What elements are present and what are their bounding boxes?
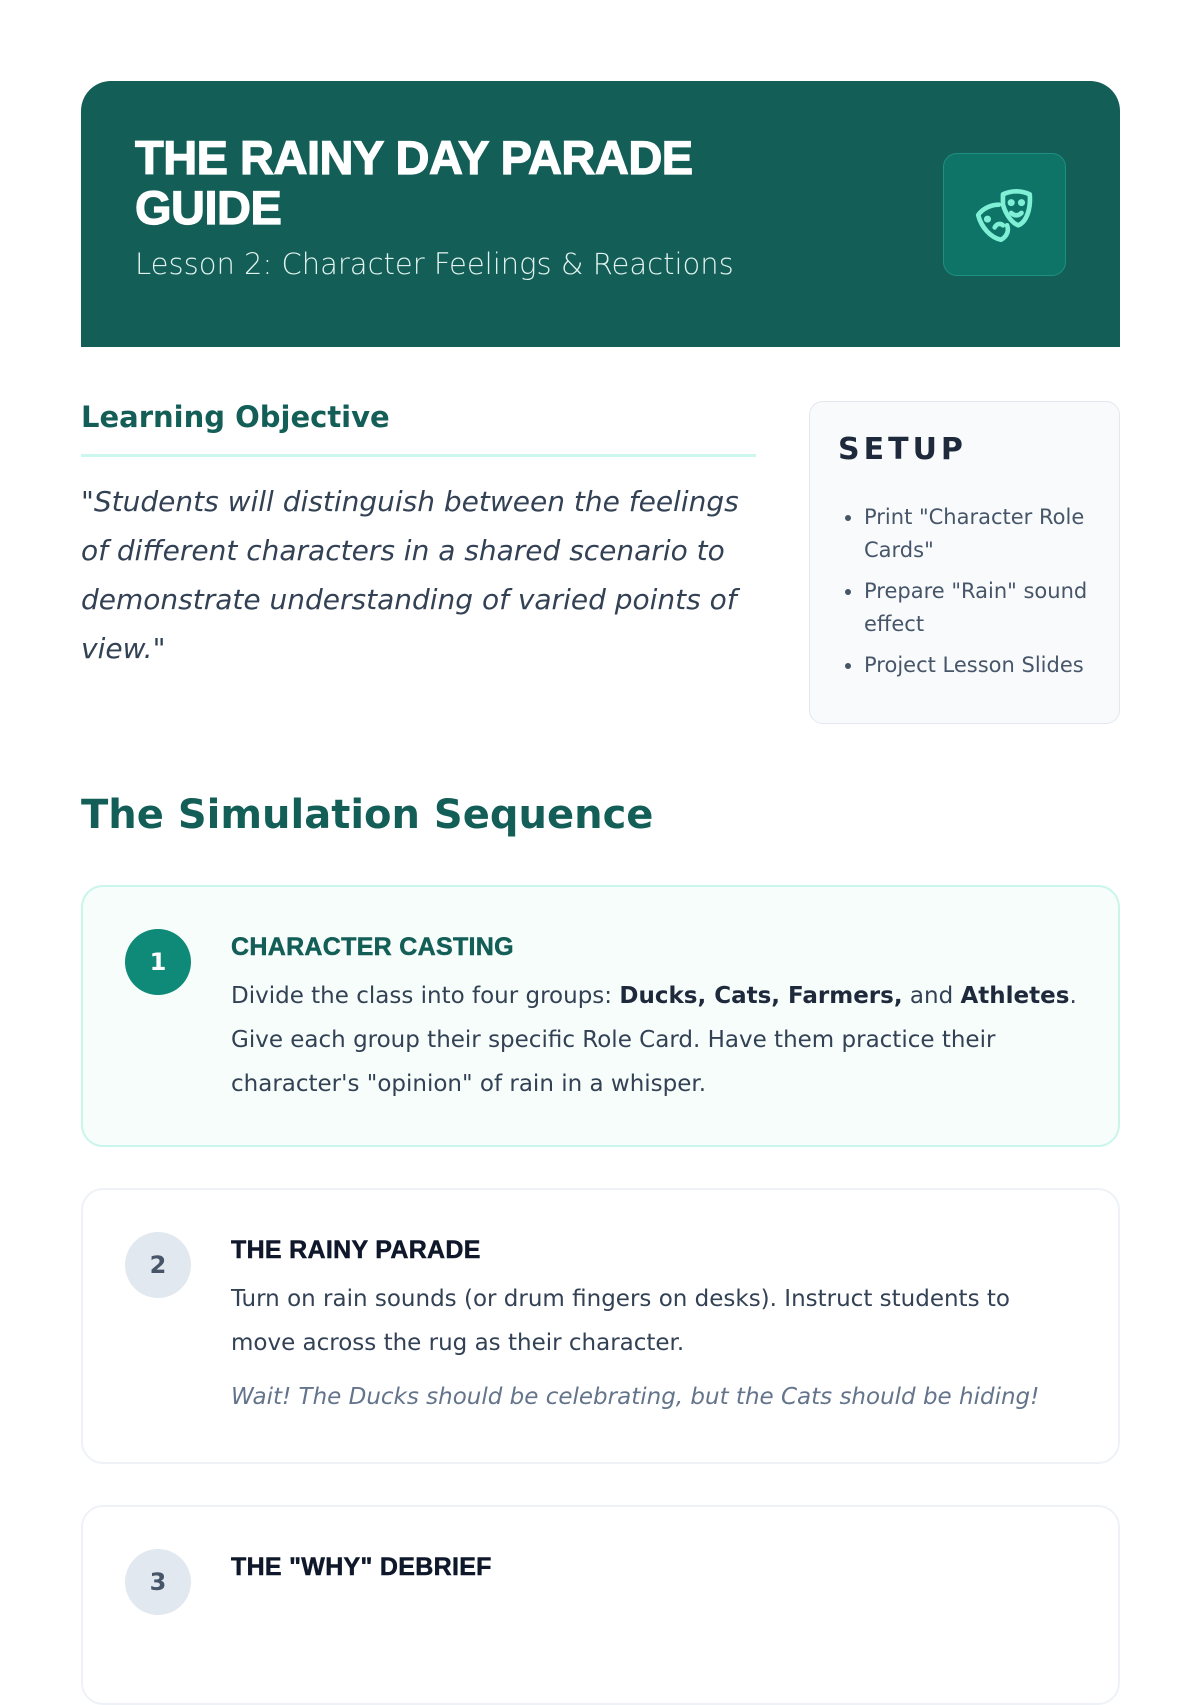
- step-note: Wait! The Ducks should be celebrating, b…: [231, 1384, 1040, 1410]
- step-card-1: 1 CHARACTER CASTING Divide the class int…: [81, 885, 1120, 1147]
- step-title: CHARACTER CASTING: [231, 933, 514, 962]
- objective-heading: Learning Objective: [81, 400, 756, 457]
- step-number: 2: [125, 1232, 191, 1298]
- step-title: THE "WHY" DEBRIEF: [231, 1553, 492, 1582]
- objective-text: "Students will distinguish between the f…: [81, 485, 739, 665]
- page-header: THE RAINY DAY PARADE GUIDE Lesson 2: Cha…: [81, 81, 1120, 347]
- sequence-heading: The Simulation Sequence: [81, 792, 654, 838]
- setup-panel: SETUP Print "Character Role Cards" Prepa…: [809, 401, 1120, 724]
- step-number: 3: [125, 1549, 191, 1615]
- setup-item: Project Lesson Slides: [864, 649, 1091, 682]
- learning-objective: Learning Objective "Students will distin…: [81, 400, 756, 673]
- step-card-3: 3 THE "WHY" DEBRIEF: [81, 1505, 1120, 1705]
- step-card-2: 2 THE RAINY PARADE Turn on rain sounds (…: [81, 1188, 1120, 1464]
- step-text: Divide the class into four groups: Ducks…: [231, 983, 1077, 1097]
- step-text: Turn on rain sounds (or drum fingers on …: [231, 1286, 1010, 1356]
- page-title: THE RAINY DAY PARADE GUIDE: [134, 131, 693, 234]
- setup-item: Prepare "Rain" sound effect: [864, 575, 1091, 641]
- step-title: THE RAINY PARADE: [231, 1236, 481, 1265]
- setup-heading: SETUP: [838, 432, 967, 467]
- step-number: 1: [125, 929, 191, 995]
- setup-item: Print "Character Role Cards": [864, 501, 1091, 567]
- page-subtitle: Lesson 2: Character Feelings & Reactions: [135, 247, 734, 281]
- theater-masks-icon: [943, 153, 1066, 276]
